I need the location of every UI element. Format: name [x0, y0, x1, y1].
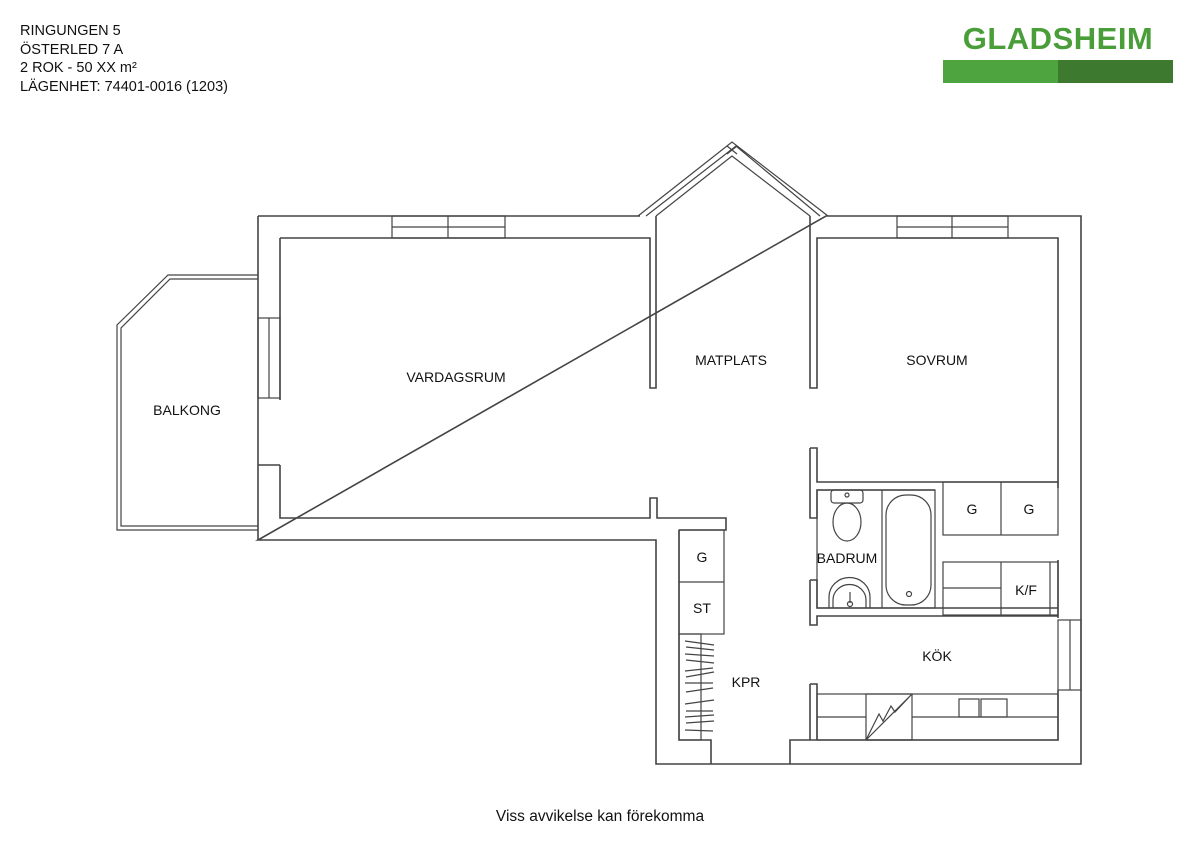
address-line: RINGUNGEN 5	[20, 23, 121, 39]
fixture-label-fridge-freezer: K/F	[1015, 582, 1037, 598]
room-label-badrum: BADRUM	[816, 550, 878, 566]
fixture-label-wardrobe-1: G	[966, 501, 978, 517]
logo-bar-left	[943, 60, 1058, 83]
room-label-matplats: MATPLATS	[695, 352, 767, 368]
fixture-label-wardrobe-hall: G	[696, 549, 708, 565]
apartment-info: RINGUNGEN 5 ÖSTERLED 7 A 2 ROK - 50 XX m…	[20, 22, 228, 96]
balcony-outline	[116, 274, 258, 531]
bay-window	[637, 141, 829, 217]
street-line: ÖSTERLED 7 A	[20, 41, 124, 58]
fixtures	[678, 481, 1059, 741]
fixture-label-wardrobe-2: G	[1023, 501, 1035, 517]
windows	[257, 215, 1082, 691]
fixture-label-storage: ST	[693, 600, 711, 616]
room-label-vardagsrum: VARDAGSRUM	[406, 369, 506, 385]
logo-text: GLADSHEIM	[962, 21, 1154, 56]
hanger-lines	[684, 640, 715, 732]
room-label-balkong: BALKONG	[153, 402, 221, 418]
kitchen-counter	[816, 693, 1059, 741]
bathroom-fixtures	[816, 489, 936, 609]
gladsheim-logo: GLADSHEIM	[943, 20, 1173, 84]
outer-walls	[254, 215, 1082, 765]
logo-bar-right	[1058, 60, 1173, 83]
room-label-sovrum: SOVRUM	[906, 352, 968, 368]
room-label-kok: KÖK	[922, 648, 952, 664]
apartment-number-line: LÄGENHET: 74401-0016 (1203)	[20, 78, 228, 95]
room-label-kpr: KPR	[731, 674, 761, 690]
size-line: 2 ROK - 50 XX m²	[20, 60, 137, 76]
disclaimer-note: Viss avvikelse kan förekomma	[495, 808, 705, 825]
